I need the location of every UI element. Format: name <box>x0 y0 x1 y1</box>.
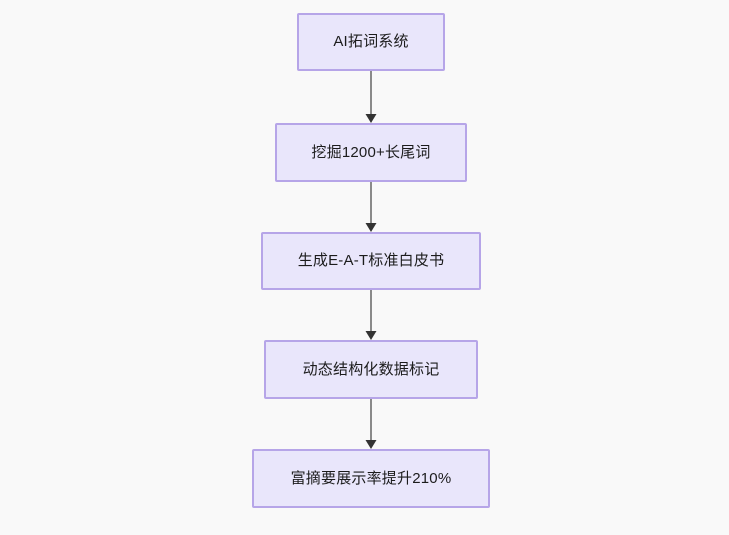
flow-node-label: 动态结构化数据标记 <box>302 360 440 378</box>
flow-node-dynamic-structured-data-markup[interactable]: 动态结构化数据标记 <box>264 340 478 399</box>
flow-edge-1 <box>362 71 380 123</box>
flow-node-label: 挖掘1200+长尾词 <box>311 143 431 161</box>
flow-node-label: 生成E-A-T标准白皮书 <box>297 252 445 269</box>
flow-node-ai-keyword-system[interactable]: AI拓词系统 <box>297 13 445 71</box>
flow-node-generate-eat-whitepaper[interactable]: 生成E-A-T标准白皮书 <box>261 232 481 290</box>
flow-node-rich-snippet-impression-lift[interactable]: 富摘要展示率提升210% <box>252 449 490 508</box>
flow-edge-4 <box>362 399 380 449</box>
flow-node-label: 富摘要展示率提升210% <box>290 469 452 487</box>
flow-node-mine-longtail-keywords[interactable]: 挖掘1200+长尾词 <box>275 123 467 182</box>
flow-edge-2 <box>362 182 380 232</box>
flow-node-label: AI拓词系统 <box>333 33 409 50</box>
flow-edge-3 <box>362 290 380 340</box>
